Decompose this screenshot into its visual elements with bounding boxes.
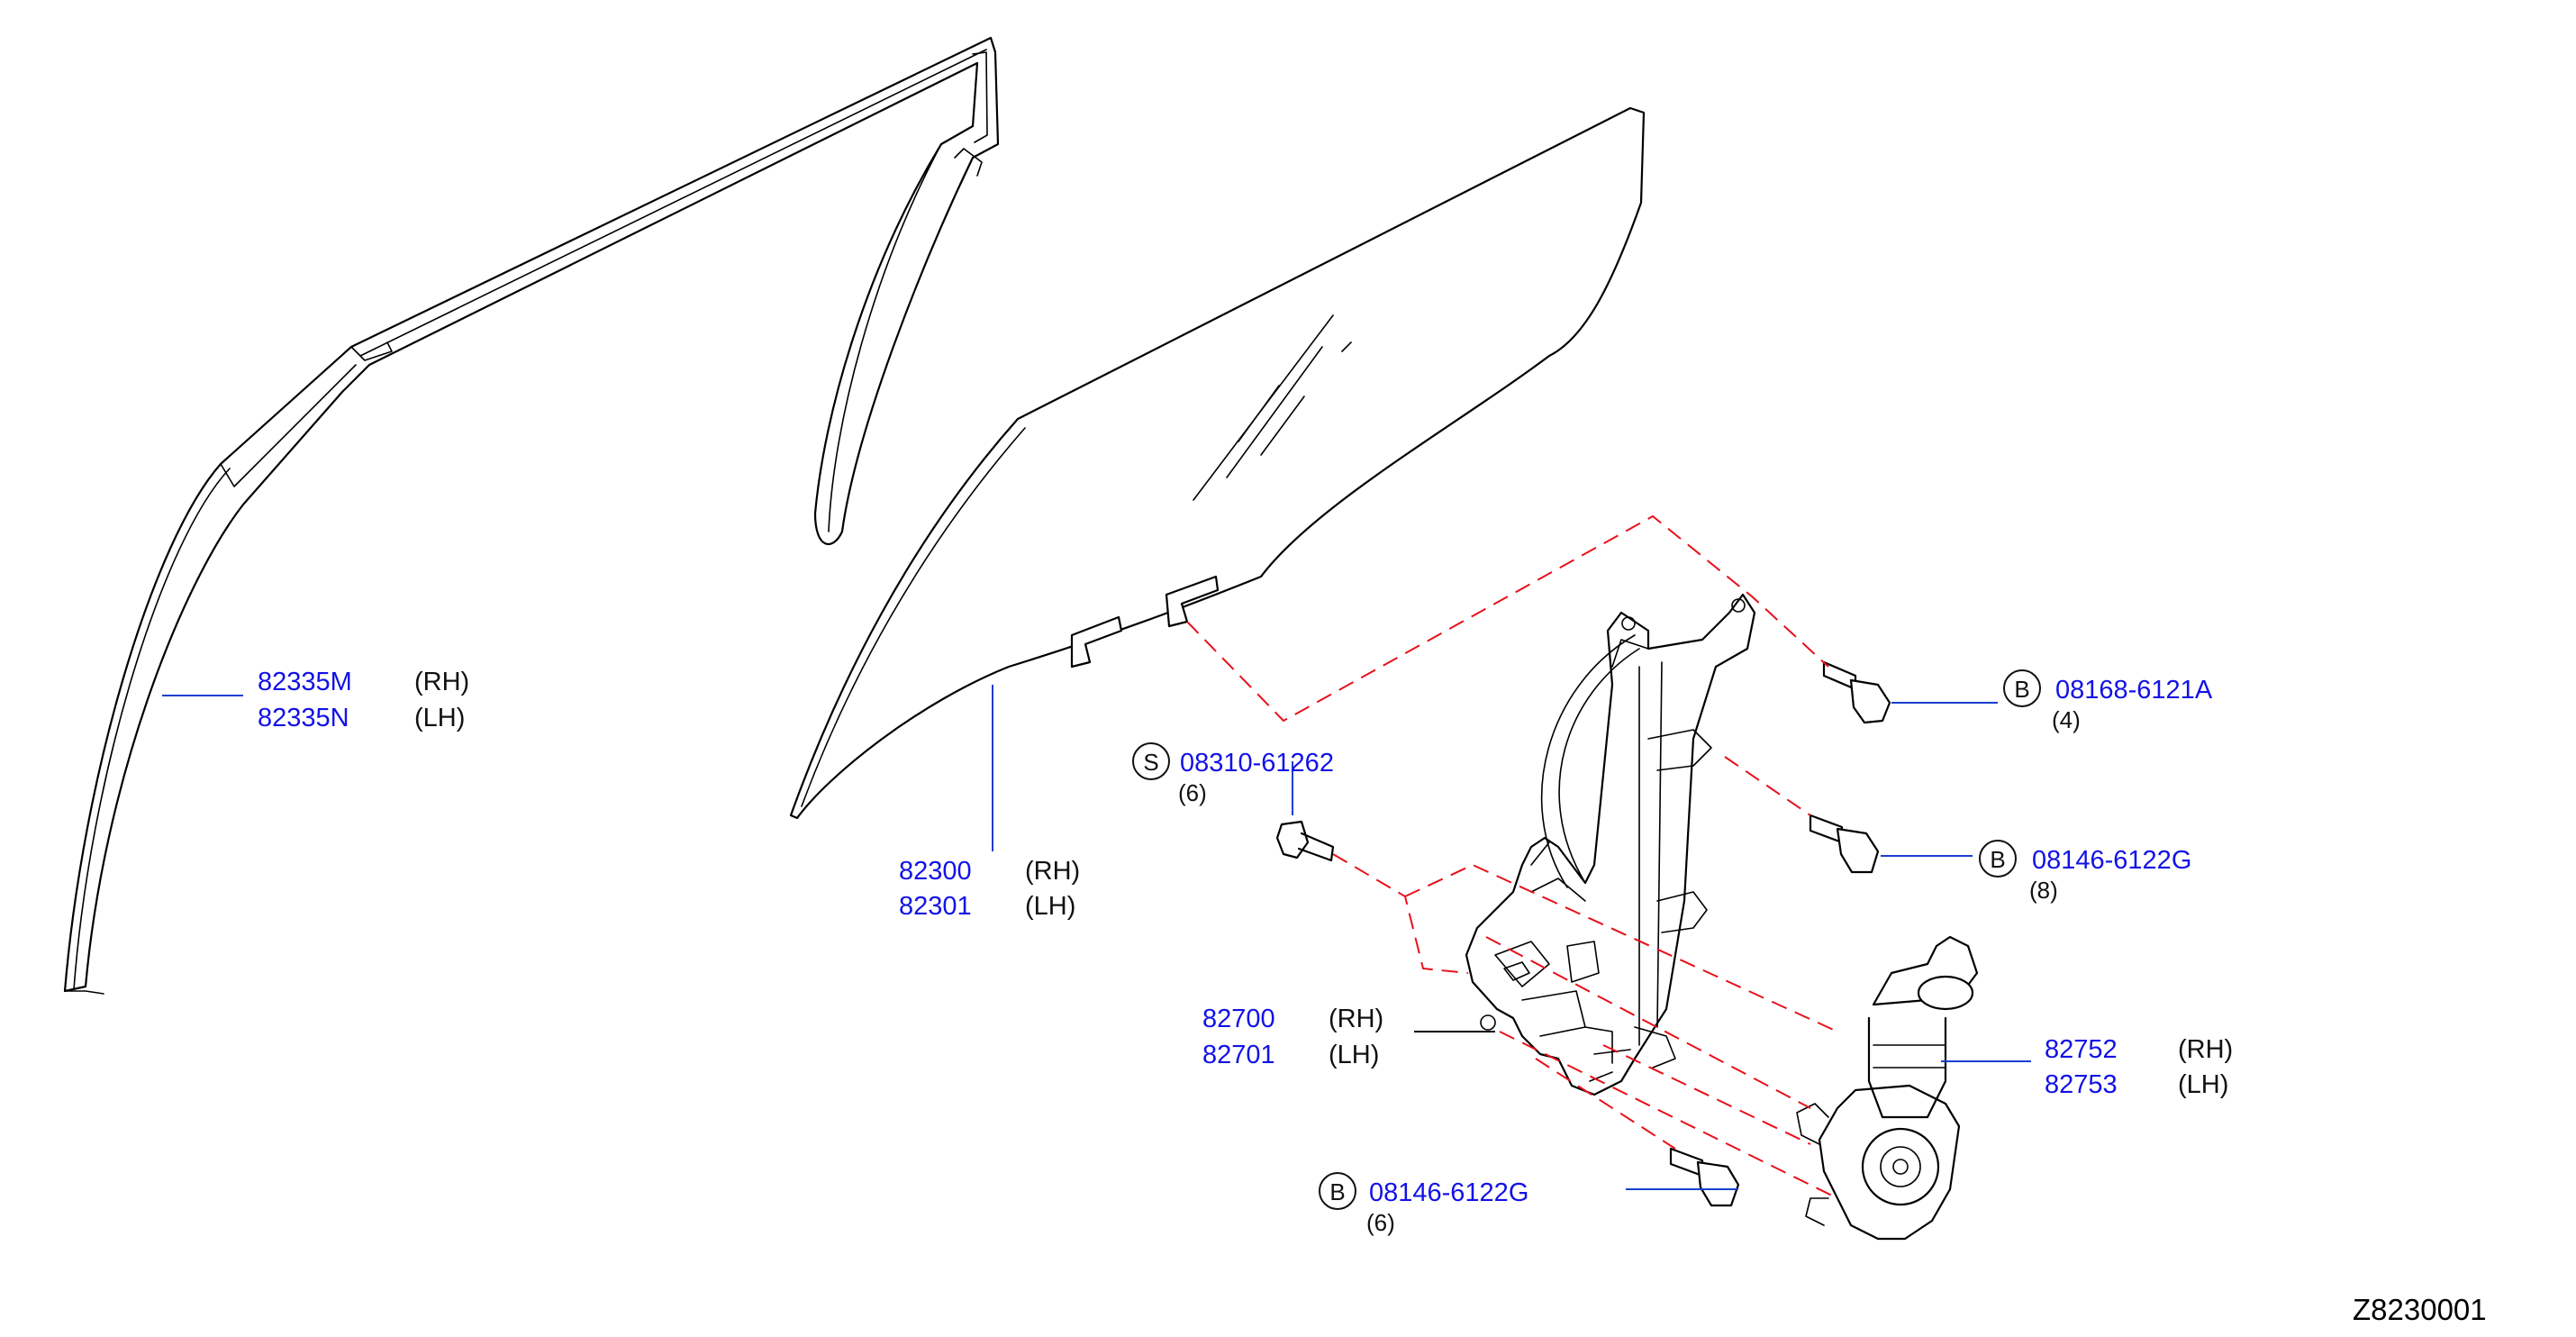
- motor-rh-label: (RH): [2178, 1035, 2233, 1064]
- glass-rh-label: (RH): [1025, 857, 1080, 886]
- leader-lines: [162, 685, 2031, 1190]
- callout-bolt-mid: B 08146-6122G (8): [1979, 840, 2191, 904]
- badge-b-mid-label: B: [1990, 846, 2005, 873]
- badge-b-top-label: B: [2014, 676, 2029, 703]
- callout-sash: 82335M (RH) 82335N (LH): [258, 668, 469, 732]
- door-sash-channel: [63, 36, 1000, 995]
- sash-rh-label: (RH): [414, 668, 469, 696]
- badge-b-bottom: [1319, 1172, 1356, 1210]
- motor-lh-label: (LH): [2178, 1070, 2228, 1099]
- assembly-lines: [1186, 514, 1838, 1199]
- callout-screw-s: S 08310-61262 (6): [1132, 742, 1334, 806]
- badge-b-bottom-label: B: [1329, 1178, 1345, 1205]
- motor-pn-rh: 82752: [2045, 1035, 2118, 1064]
- sash-lh-label: (LH): [414, 704, 465, 732]
- screw-s: [1275, 820, 1335, 862]
- regulator-rh-label: (RH): [1329, 1005, 1383, 1033]
- callout-bolt-bottom: B 08146-6122G (6): [1319, 1172, 1528, 1236]
- glass-lh-label: (LH): [1025, 892, 1075, 921]
- badge-b-mid: [1979, 840, 2017, 878]
- window-regulator: [1465, 593, 1756, 1096]
- regulator-lh-label: (LH): [1329, 1041, 1379, 1069]
- badge-b-top: [2003, 669, 2041, 707]
- window-motor: [1796, 935, 1979, 1241]
- bolt-mid-qty: (8): [2029, 877, 2058, 904]
- callout-motor: 82752 (RH) 82753 (LH): [2045, 1035, 2233, 1099]
- bolt-top-qty: (4): [2052, 706, 2081, 733]
- callout-bolt-top: B 08168-6121A (4): [2003, 669, 2213, 733]
- regulator-pn-lh: 82701: [1202, 1041, 1275, 1069]
- glass-pn-lh: 82301: [899, 892, 972, 921]
- sash-pn-lh: 82335N: [258, 704, 349, 732]
- bolt-bottom: [1669, 1147, 1740, 1207]
- diagram-code: Z8230001: [2353, 1293, 2487, 1326]
- bolt-mid-pn: 08146-6122G: [2032, 846, 2191, 875]
- motor-pn-lh: 82753: [2045, 1070, 2118, 1099]
- bolt-bottom-qty: (6): [1366, 1209, 1395, 1236]
- bolt-top-pn: 08168-6121A: [2055, 676, 2213, 705]
- screw-s-qty: (6): [1178, 779, 1207, 806]
- bolt-mid: [1809, 814, 1880, 874]
- callout-glass: 82300 (RH) 82301 (LH): [899, 857, 1080, 921]
- callout-regulator: 82700 (RH) 82701 (LH): [1202, 1005, 1383, 1069]
- regulator-pn-rh: 82700: [1202, 1005, 1275, 1033]
- bolt-bottom-pn: 08146-6122G: [1369, 1178, 1528, 1207]
- sash-pn-rh: 82335M: [258, 668, 352, 696]
- badge-s-label: S: [1143, 749, 1158, 776]
- glass-pn-rh: 82300: [899, 857, 972, 886]
- screw-s-pn: 08310-61262: [1180, 749, 1334, 778]
- badge-s: [1132, 742, 1170, 780]
- bolt-top: [1822, 660, 1891, 724]
- door-glass: [789, 106, 1646, 820]
